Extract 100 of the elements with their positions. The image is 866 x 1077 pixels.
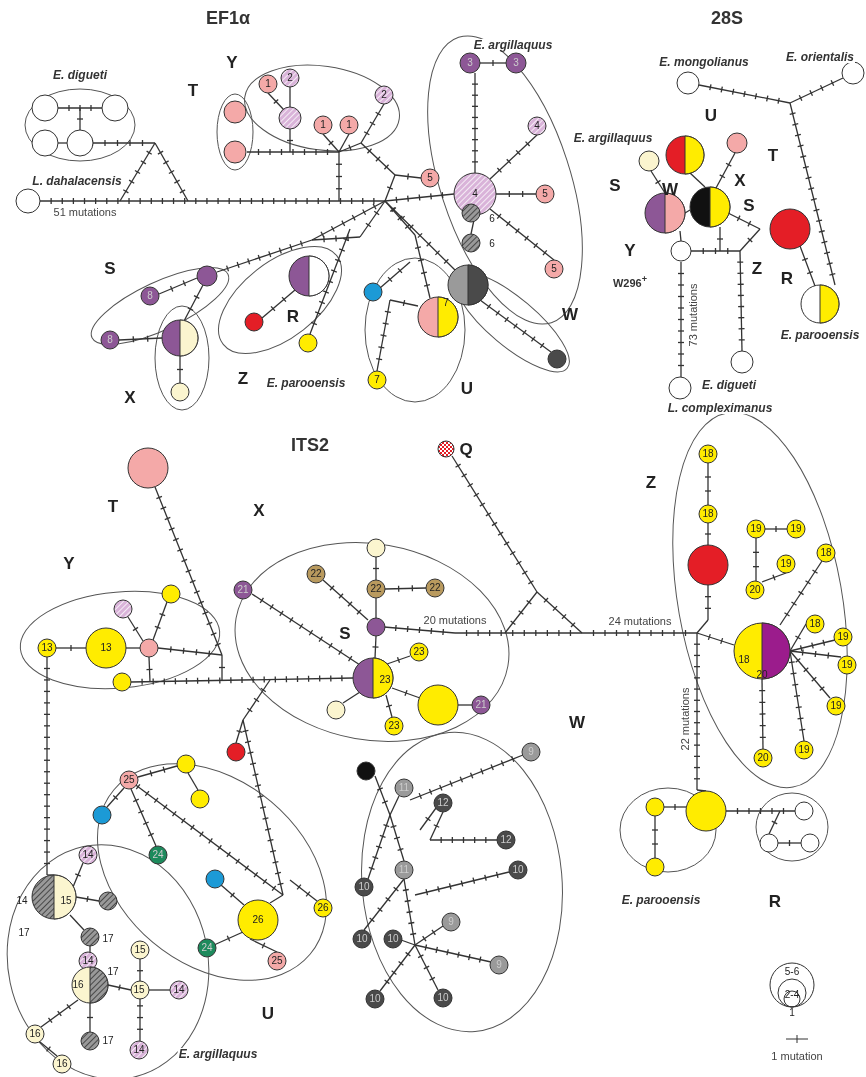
group-letter: S (339, 624, 351, 642)
haplotype-number: 21 (237, 585, 249, 595)
haplotype-number: 21 (475, 700, 487, 710)
group-letter: Y (226, 53, 238, 71)
haplotype-number: 1 (320, 120, 326, 130)
haplotype-number: 5 (427, 173, 433, 183)
haplotype-number: 10 (369, 994, 381, 1004)
legend-label: 1 (789, 1008, 795, 1018)
group-letter: W (569, 713, 585, 731)
species-name: E. parooensis (620, 894, 702, 906)
group-letter: Z (751, 259, 763, 277)
haplotype-number: 5 (551, 264, 557, 274)
group-letter: S (609, 176, 621, 194)
group-letter: Q (459, 440, 473, 458)
haplotype-number: 3 (467, 58, 473, 68)
haplotype-number: 15 (134, 945, 146, 955)
haplotype-number: 17 (102, 1036, 114, 1046)
species-name: E. argillaquus (472, 39, 554, 51)
haplotype-number: 13 (100, 643, 112, 653)
group-letter: R (286, 307, 300, 325)
group-letter: X (124, 388, 136, 406)
group-letter: W (662, 180, 678, 198)
haplotype-number: 8 (107, 335, 113, 345)
haplotype-number: 1 (346, 120, 352, 130)
haplotype-number: 17 (18, 928, 30, 938)
haplotype-number: 14 (133, 1045, 145, 1055)
haplotype-number: 14 (173, 985, 185, 995)
haplotype-number: 14 (16, 896, 28, 906)
species-name: E. mongolianus (658, 56, 750, 68)
legend-label: 1 mutation (771, 1050, 823, 1062)
haplotype-number: 6 (489, 214, 495, 224)
haplotype-number: 18 (702, 449, 714, 459)
haplotype-number: 10 (512, 865, 524, 875)
haplotype-number: 7 (374, 375, 380, 385)
haplotype-number: 12 (500, 835, 512, 845)
haplotype-number: 20 (749, 585, 761, 595)
haplotype-number: 24 (152, 850, 164, 860)
haplotype-number: 16 (56, 1059, 68, 1069)
haplotype-number: 14 (82, 956, 94, 966)
haplotype-number: 2 (287, 73, 293, 83)
haplotype-number: 15 (133, 985, 145, 995)
mutation-count: 73 mutations (687, 283, 699, 347)
species-name: E. argillaquus (177, 1048, 259, 1060)
haplotype-number: 1 (265, 79, 271, 89)
group-letter: X (734, 171, 746, 189)
group-letter: W (562, 305, 578, 323)
haplotype-number: 26 (252, 915, 264, 925)
haplotype-number: 19 (780, 559, 792, 569)
group-letter: U (261, 1004, 275, 1022)
haplotype-number: 18 (702, 509, 714, 519)
legend-label: 2-4 (784, 990, 800, 1000)
haplotype-number: 26 (317, 903, 329, 913)
mutation-count: 22 mutations (679, 687, 691, 751)
haplotype-number: 16 (29, 1029, 41, 1039)
haplotype-number: 19 (830, 701, 842, 711)
group-letter: U (460, 379, 474, 397)
species-name: E. argillaquus (572, 132, 654, 144)
species-name: E. digueti (701, 379, 757, 391)
haplotype-number: 10 (358, 882, 370, 892)
haplotype-number: 13 (41, 643, 53, 653)
haplotype-number: 17 (102, 934, 114, 944)
haplotype-number: 19 (790, 524, 802, 534)
haplotype-number: 4 (534, 121, 540, 131)
species-name: L. compleximanus (666, 402, 774, 414)
group-letter: Z (237, 369, 249, 387)
specimen-code: W296$^{+}$ (612, 275, 648, 289)
haplotype-number: 17 (107, 967, 119, 977)
group-letter: T (107, 497, 119, 515)
haplotype-number: 22 (310, 569, 322, 579)
haplotype-number: 19 (837, 632, 849, 642)
group-letter: T (187, 81, 199, 99)
mutation-count: 24 mutations (608, 615, 672, 627)
mutation-count: 20 mutations (423, 614, 487, 626)
haplotype-number: 19 (750, 524, 762, 534)
legend-label: 5-6 (784, 967, 800, 977)
group-letter: X (253, 501, 265, 519)
haplotype-number: 18 (820, 548, 832, 558)
group-letter: Z (645, 473, 657, 491)
group-letter: Y (63, 554, 75, 572)
group-letter: U (704, 106, 718, 124)
haplotype-number: 20 (756, 670, 768, 680)
haplotype-number: 22 (370, 584, 382, 594)
haplotype-number: 3 (513, 58, 519, 68)
group-letter: R (780, 269, 794, 287)
haplotype-number: 19 (841, 660, 853, 670)
haplotype-number: 10 (356, 934, 368, 944)
haplotype-number: 2 (381, 90, 387, 100)
haplotype-number: 10 (437, 993, 449, 1003)
haplotype-number: 4 (472, 189, 478, 199)
haplotype-number: 5 (542, 189, 548, 199)
species-name: L. dahalacensis (31, 175, 123, 187)
haplotype-number: 6 (489, 239, 495, 249)
haplotype-number: 8 (147, 291, 153, 301)
haplotype-number: 23 (388, 721, 400, 731)
group-letter: R (768, 892, 782, 910)
group-letter: Y (624, 241, 636, 259)
group-letter: S (104, 259, 116, 277)
haplotype-number: 18 (809, 619, 821, 629)
haplotype-number: 7 (443, 298, 449, 308)
haplotype-number: 14 (82, 850, 94, 860)
